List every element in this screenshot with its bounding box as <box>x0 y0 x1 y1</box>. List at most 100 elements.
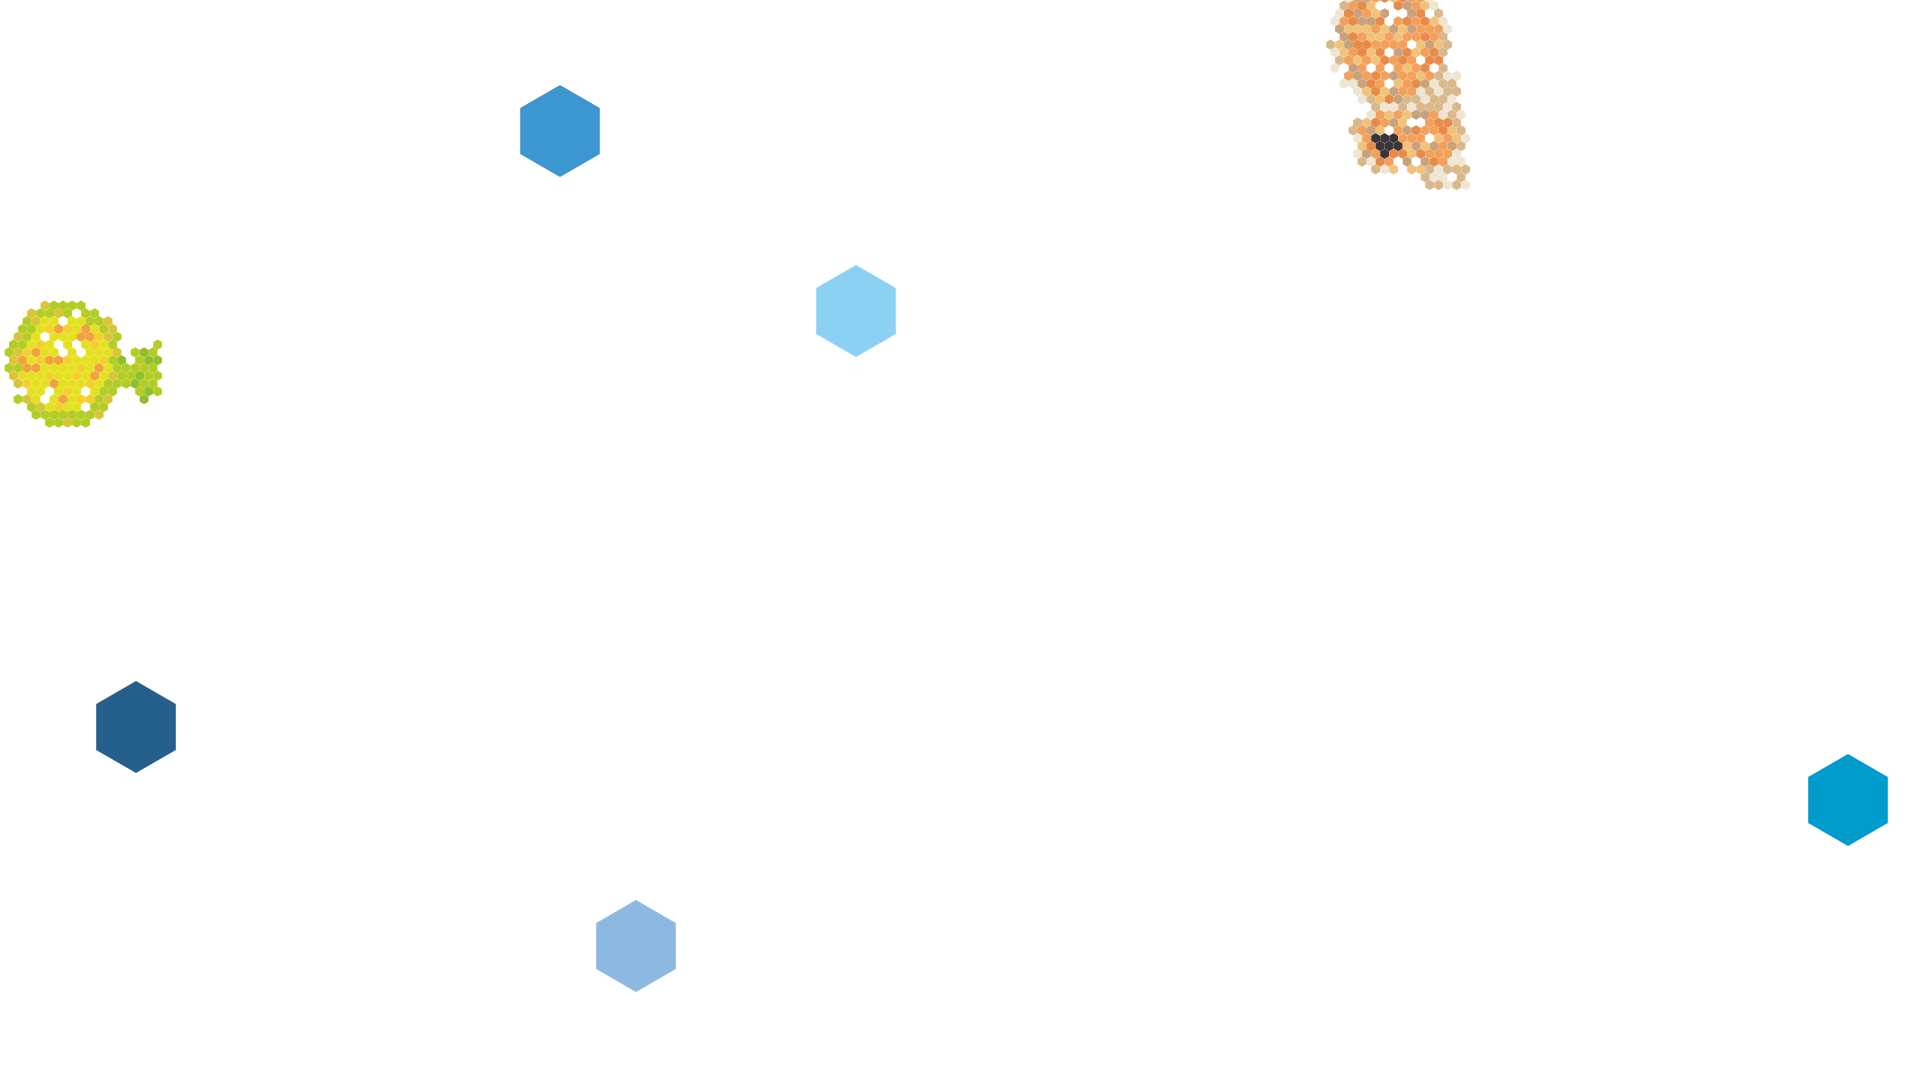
yellow-fish-mosaic-tile <box>108 370 117 381</box>
orange-shrimp-mosaic-tile <box>1416 164 1425 175</box>
yellow-fish-mosaic-tile <box>67 331 77 342</box>
yellow-fish-mosaic-tile <box>117 370 126 381</box>
orange-shrimp-mosaic-tile <box>1416 23 1425 35</box>
orange-shrimp-mosaic-tile <box>1420 62 1430 74</box>
orange-shrimp-mosaic-tile <box>1348 16 1358 27</box>
orange-shrimp-mosaic-tile <box>1434 55 1443 66</box>
orange-shrimp-mosaic-tile <box>1425 0 1434 3</box>
yellow-fish-mosaic-tile <box>112 362 122 374</box>
yellow-fish-mosaic-tile <box>153 355 162 366</box>
yellow-fish-mosaic-tile <box>22 394 32 405</box>
yellow-fish-mosaic-tile <box>27 355 36 366</box>
yellow-fish-mosaic-tile <box>81 323 90 335</box>
orange-shrimp-mosaic-tile <box>1357 16 1367 27</box>
orange-shrimp-mosaic-tile <box>1380 86 1389 97</box>
orange-shrimp-mosaic-tile <box>1344 8 1353 19</box>
orange-shrimp-mosaic-tile <box>1434 148 1443 159</box>
orange-shrimp-mosaic-tile <box>1447 125 1457 136</box>
orange-shrimp-mosaic-tile <box>1411 0 1421 11</box>
orange-shrimp-mosaic-tile <box>1389 86 1398 97</box>
orange-shrimp-mosaic <box>1326 0 1470 191</box>
yellow-fish-mosaic-tile <box>63 308 72 319</box>
orange-shrimp-mosaic-tile <box>1425 164 1434 175</box>
orange-shrimp-mosaic-tile <box>1402 156 1412 167</box>
orange-shrimp-mosaic-tile <box>1452 133 1461 144</box>
yellow-fish-mosaic-tile <box>90 308 99 319</box>
yellow-fish-mosaic-tile <box>90 370 99 381</box>
yellow-fish-mosaic-tile <box>72 370 81 381</box>
orange-shrimp-mosaic-tile <box>1375 94 1385 105</box>
orange-shrimp-mosaic-tile <box>1353 0 1362 3</box>
orange-shrimp-mosaic-tile <box>1389 23 1398 35</box>
orange-shrimp-mosaic-tile <box>1447 140 1457 152</box>
orange-shrimp-mosaic-tile <box>1366 156 1376 167</box>
yellow-fish-mosaic-tile <box>31 362 41 374</box>
orange-shrimp-mosaic-tile <box>1389 148 1398 159</box>
yellow-fish-mosaic-tile <box>139 362 149 374</box>
yellow-fish-mosaic-tile <box>67 300 77 311</box>
yellow-fish-mosaic-tile <box>139 347 149 358</box>
yellow-fish-mosaic-tile <box>108 386 117 397</box>
yellow-fish-mosaic-tile <box>153 370 162 381</box>
orange-shrimp-mosaic-tile <box>1402 78 1412 89</box>
yellow-fish-mosaic-tile <box>67 362 77 374</box>
yellow-fish-mosaic-tile <box>40 362 50 374</box>
orange-shrimp-mosaic-tile <box>1353 70 1362 81</box>
yellow-fish-mosaic-tile <box>63 417 72 428</box>
yellow-fish-mosaic-tile <box>103 394 113 405</box>
yellow-fish-mosaic-tile <box>54 386 63 397</box>
orange-shrimp-mosaic-tile <box>1371 23 1380 35</box>
orange-shrimp-mosaic-tile <box>1353 133 1362 144</box>
yellow-fish-mosaic-tile <box>40 300 50 311</box>
orange-shrimp-mosaic-tile <box>1434 86 1443 97</box>
yellow-fish-mosaic-tile <box>22 316 32 327</box>
orange-shrimp-mosaic-tile <box>1366 140 1376 152</box>
orange-shrimp-mosaic-tile <box>1371 101 1380 113</box>
orange-shrimp-mosaic-tile <box>1411 47 1421 58</box>
orange-shrimp-mosaic-tile <box>1366 78 1376 89</box>
yellow-fish-mosaic-tile <box>148 362 158 374</box>
orange-shrimp-mosaic-tile <box>1443 179 1452 191</box>
orange-shrimp-mosaic-tile <box>1384 109 1394 120</box>
yellow-fish-mosaic-tile <box>90 386 99 397</box>
orange-shrimp-mosaic-tile <box>1357 47 1367 58</box>
orange-shrimp-mosaic-tile <box>1357 0 1367 11</box>
orange-shrimp-mosaic-tile <box>1348 62 1358 74</box>
yellow-fish-mosaic-tile <box>45 417 54 428</box>
yellow-fish-mosaic-tile <box>90 401 99 413</box>
yellow-fish-mosaic-tile <box>99 386 108 397</box>
yellow-fish-mosaic-tile <box>72 323 81 335</box>
orange-shrimp-mosaic-tile <box>1335 8 1344 19</box>
orange-shrimp-mosaic-tile <box>1366 109 1376 120</box>
orange-shrimp-mosaic-tile <box>1389 39 1398 50</box>
orange-shrimp-mosaic-tile <box>1425 55 1434 66</box>
yellow-fish-mosaic-tile <box>103 362 113 374</box>
yellow-fish-mosaic <box>4 300 162 428</box>
yellow-fish-mosaic-tile <box>72 417 81 428</box>
orange-shrimp-mosaic-tile <box>1375 31 1385 42</box>
orange-shrimp-mosaic-tile <box>1443 164 1452 175</box>
orange-shrimp-mosaic-tile <box>1429 78 1439 89</box>
orange-shrimp-mosaic-tile <box>1398 70 1407 81</box>
orange-shrimp-mosaic-tile <box>1398 117 1407 128</box>
orange-shrimp-mosaic-tile <box>1456 109 1466 120</box>
yellow-fish-mosaic-tile <box>76 362 86 374</box>
orange-shrimp-mosaic-tile <box>1380 39 1389 50</box>
yellow-fish-mosaic-tile <box>49 331 59 342</box>
yellow-fish-mosaic-tile <box>49 394 59 405</box>
orange-shrimp-mosaic-tile <box>1371 148 1380 159</box>
orange-shrimp-mosaic-tile <box>1375 47 1385 58</box>
orange-shrimp-mosaic-tile <box>1429 31 1439 42</box>
orange-shrimp-mosaic-tile <box>1344 0 1353 3</box>
yellow-fish-mosaic-tile <box>144 355 153 366</box>
orange-shrimp-mosaic-tile <box>1416 133 1425 144</box>
yellow-fish-mosaic-tile <box>54 308 63 319</box>
yellow-fish-mosaic-tile <box>49 378 59 389</box>
yellow-fish-mosaic-tile <box>9 370 18 381</box>
orange-shrimp-mosaic-tile <box>1389 101 1398 113</box>
orange-shrimp-mosaic-tile <box>1366 125 1376 136</box>
yellow-fish-mosaic-tile <box>54 355 63 366</box>
yellow-fish-mosaic-tile <box>22 378 32 389</box>
yellow-fish-mosaic-tile <box>31 316 41 327</box>
yellow-fish-mosaic-tile <box>99 323 108 335</box>
